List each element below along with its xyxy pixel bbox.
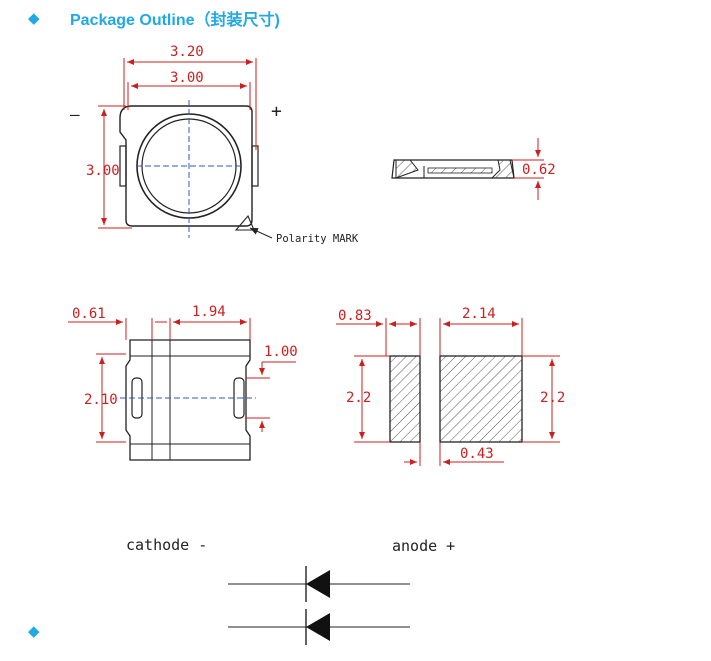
dim-label-214: 2.14	[462, 306, 496, 322]
top-view-body	[119, 105, 253, 227]
dim-label-210: 2.10	[84, 392, 118, 408]
polarity-label: Polarity MARK	[276, 233, 359, 245]
left-tab	[119, 145, 127, 187]
dim-label-083: 0.83	[338, 308, 372, 324]
section-heading: ◆ Package Outline（封装尺寸)	[28, 6, 280, 30]
pad-cathode	[389, 355, 421, 443]
minus-label: —	[70, 105, 80, 124]
dim-label-061: 0.61	[72, 306, 106, 322]
section-title: Package Outline（封装尺寸)	[70, 12, 280, 29]
dim-label-22-right: 2.2	[540, 390, 565, 406]
pad-anode	[439, 355, 523, 443]
polarity-mark-icon	[234, 214, 255, 231]
top-view: 3.20 3.00 3.00 — + Polarity MARK	[70, 44, 359, 245]
side-right-lead	[490, 159, 515, 179]
cathode-label: cathode -	[126, 536, 207, 554]
dim-label-043: 0.43	[460, 446, 494, 462]
diode-1-triangle-icon	[306, 570, 330, 598]
dim-label-height-300: 3.00	[86, 163, 120, 179]
dim-label-300: 3.00	[170, 70, 204, 86]
diode-symbol: cathode - anode +	[126, 536, 455, 645]
anode-label: anode +	[392, 537, 455, 555]
dim-label-22-left: 2.2	[346, 390, 371, 406]
polarity-leader	[249, 227, 273, 239]
side-view: 0.62	[391, 138, 556, 200]
side-frame	[427, 167, 493, 174]
diamond-bullet-icon: ◆	[28, 623, 40, 640]
bottom-view: 0.61 1.94 1.00 2.10	[68, 304, 298, 461]
bottom-view-body	[125, 339, 251, 461]
right-tab	[251, 145, 259, 187]
pad-layout: 0.83 2.14 2.2 2.2 0.43	[336, 306, 565, 466]
dim-label-194: 1.94	[192, 304, 226, 320]
diode-2-triangle-icon	[306, 613, 330, 641]
dim-label-320: 3.20	[170, 44, 204, 60]
dim-label-062: 0.62	[522, 162, 556, 178]
plus-label: +	[271, 101, 282, 122]
bottom-bullet: ◆	[28, 622, 48, 641]
dim-label-100: 1.00	[264, 344, 298, 360]
diamond-bullet-icon: ◆	[28, 10, 40, 27]
side-left-lead	[395, 159, 419, 179]
